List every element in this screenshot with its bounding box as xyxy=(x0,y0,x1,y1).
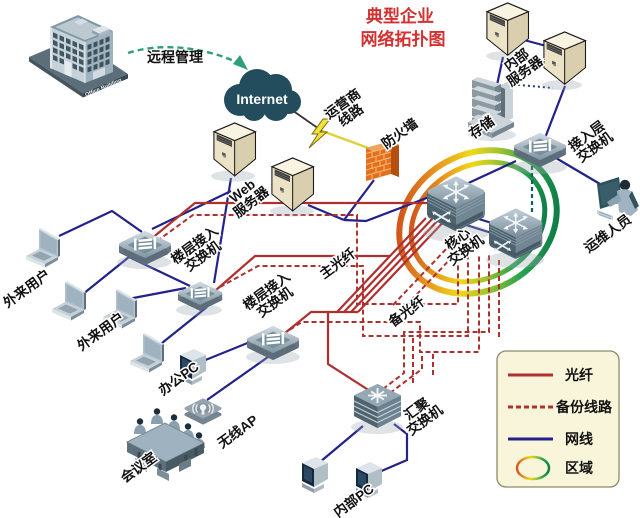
svg-text:光纤: 光纤 xyxy=(564,367,593,383)
svg-text:典型企业: 典型企业 xyxy=(366,6,434,26)
svg-text:网线: 网线 xyxy=(565,431,593,447)
svg-text:区域: 区域 xyxy=(565,460,593,476)
svg-text:网络拓扑图: 网络拓扑图 xyxy=(361,29,446,49)
svg-text:备份线路: 备份线路 xyxy=(555,399,613,415)
svg-text:Internet: Internet xyxy=(236,91,288,107)
svg-text:远程管理: 远程管理 xyxy=(147,49,203,65)
